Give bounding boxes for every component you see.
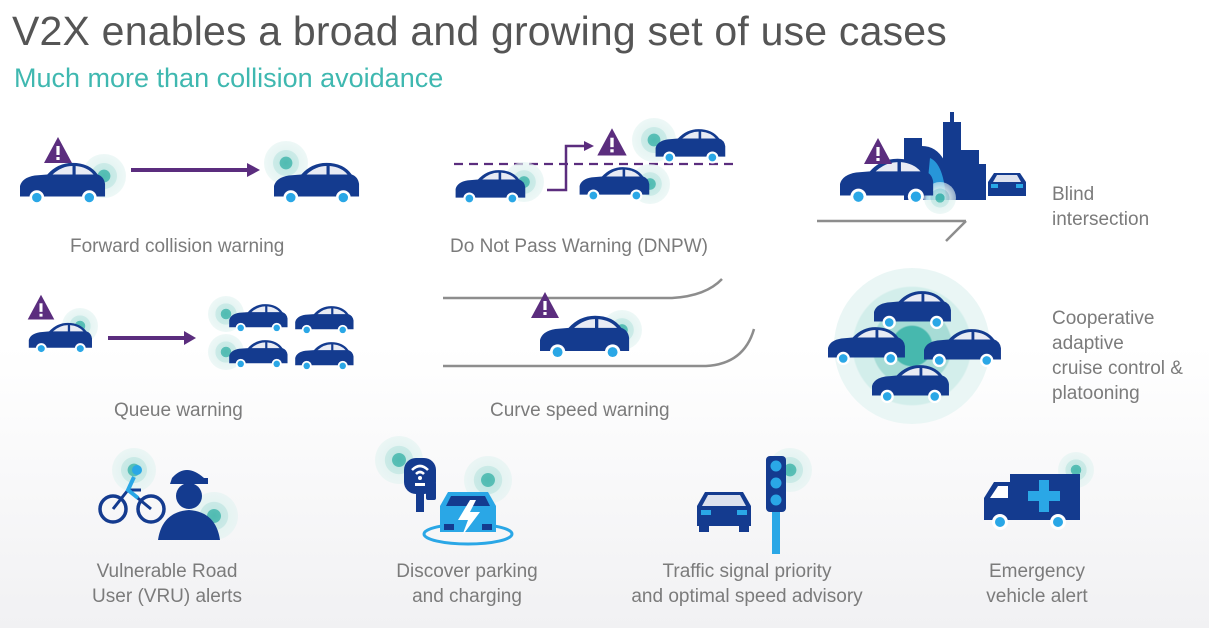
label-forward-collision-warning: Forward collision warning — [70, 236, 285, 257]
ambulance-icon — [984, 474, 1080, 530]
traffic-signal-illustration — [697, 448, 812, 554]
car-icon — [540, 315, 630, 360]
platooning-illustration — [828, 268, 1001, 424]
page-subtitle: Much more than collision avoidance — [14, 63, 444, 93]
car-icon — [295, 306, 354, 335]
label-queue-warning: Queue warning — [114, 400, 243, 421]
warning-icon — [44, 137, 72, 163]
label-curve-speed-warning: Curve speed warning — [490, 400, 670, 421]
parking-meter-icon — [404, 458, 436, 512]
car-front-icon — [697, 492, 751, 532]
ev-charging-icon — [422, 492, 514, 546]
arrow-icon — [108, 331, 196, 345]
car-icon — [455, 170, 526, 205]
forward-collision-illustration — [20, 137, 360, 205]
warning-icon — [864, 138, 892, 164]
curve-speed-illustration — [443, 278, 756, 368]
signal-wave-icon — [264, 141, 308, 185]
cyclist-icon — [98, 465, 166, 524]
car-icon — [20, 162, 106, 205]
parking-charging-illustration — [375, 436, 514, 546]
car-front-icon — [988, 173, 1026, 196]
page-title: V2X enables a broad and growing set of u… — [12, 8, 947, 54]
car-icon — [295, 342, 354, 371]
car-icon — [28, 322, 92, 355]
warning-icon — [531, 292, 559, 318]
blind-intersection-illustration — [817, 112, 1026, 242]
dnpw-illustration — [454, 118, 738, 205]
car-icon — [579, 167, 650, 202]
pedestrian-icon — [158, 470, 220, 540]
label-dnpw: Do Not Pass Warning (DNPW) — [450, 236, 708, 257]
car-icon — [840, 158, 934, 205]
vru-illustration — [98, 448, 238, 540]
queue-warning-illustration — [27, 294, 354, 371]
traffic-light-icon — [766, 456, 786, 554]
warning-icon — [597, 128, 627, 156]
arrow-icon — [131, 163, 260, 177]
warning-icon — [27, 294, 55, 320]
emergency-vehicle-illustration — [984, 452, 1094, 530]
